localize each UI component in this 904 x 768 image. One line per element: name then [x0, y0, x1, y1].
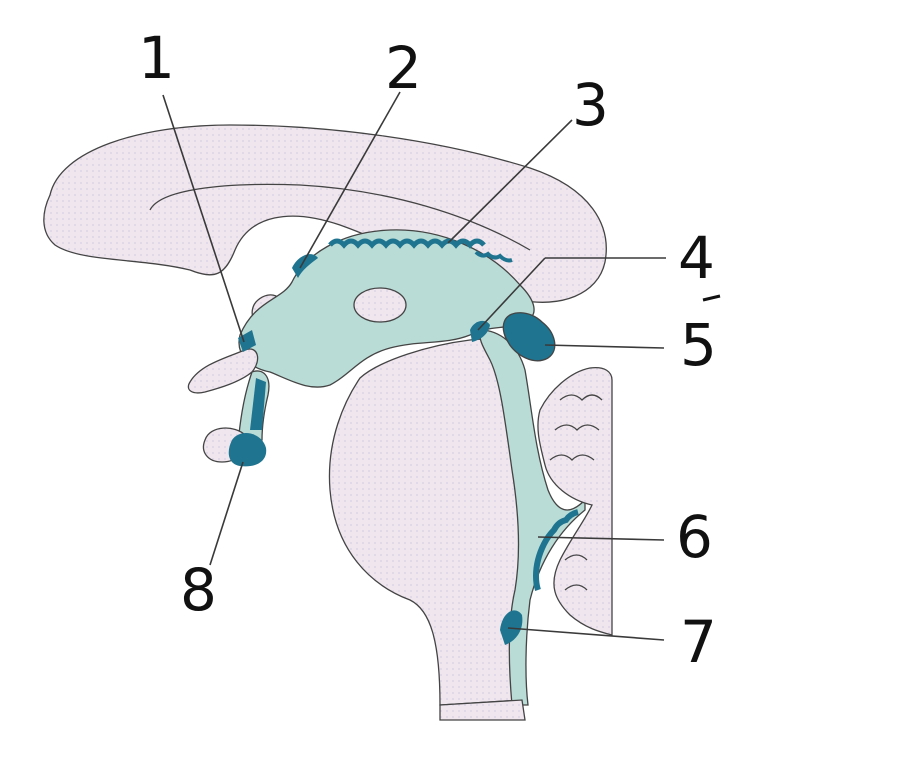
organ-8-stalk — [250, 378, 266, 430]
organ-5 — [502, 312, 556, 362]
label-7: 7 — [680, 608, 717, 676]
label-2: 2 — [385, 34, 422, 102]
leader-line-8 — [209, 461, 244, 566]
organ-8 — [228, 433, 267, 467]
leader-line-4b — [477, 257, 546, 331]
leader-line-1 — [162, 94, 245, 343]
leader-line-7 — [507, 627, 665, 641]
spinal-cord — [439, 699, 526, 721]
organ-4 — [470, 320, 490, 342]
leader-line-5 — [544, 344, 665, 349]
organ-6 — [532, 509, 579, 591]
leader-line-6 — [537, 536, 665, 541]
lateral-ventricle-outline — [149, 183, 531, 251]
leader-line-3 — [447, 119, 573, 244]
label-5: 5 — [680, 311, 717, 379]
cerebellum-folds — [549, 394, 603, 591]
label-3: 3 — [572, 71, 609, 139]
cerebellum — [537, 366, 613, 636]
organ-2 — [292, 254, 318, 278]
label-8: 8 — [180, 556, 217, 624]
label-1: 1 — [138, 24, 175, 92]
organ-3-tail — [474, 250, 513, 263]
label-5-stroke — [702, 294, 721, 302]
interventricular-foramen — [353, 287, 407, 323]
label-6: 6 — [676, 503, 713, 571]
fourth-ventricle — [479, 329, 586, 706]
leader-line-2 — [299, 91, 401, 269]
label-4: 4 — [678, 224, 715, 292]
brainstem — [328, 338, 523, 706]
organ-3 — [328, 238, 486, 249]
